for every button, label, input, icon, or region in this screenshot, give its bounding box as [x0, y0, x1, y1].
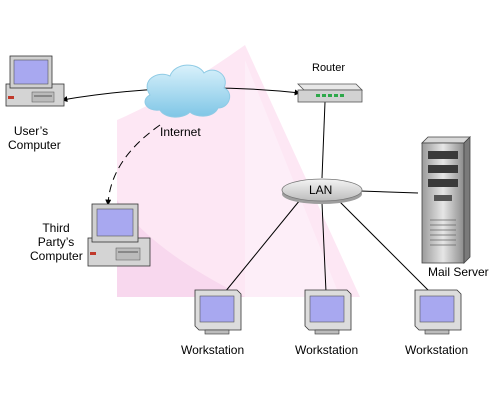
- third-party-computer-label: Third Party’s Computer: [30, 221, 83, 263]
- workstation-2-label: Workstation: [295, 343, 359, 357]
- crt-monitor-icon: [304, 289, 352, 335]
- crt-monitor-icon: [414, 289, 462, 335]
- crt-monitor-icon: [194, 289, 242, 335]
- router-label: Router: [312, 62, 346, 74]
- third-party-label-line3: Computer: [30, 249, 83, 263]
- user-computer-label: User’s Computer: [8, 124, 61, 152]
- user-computer-label-line1: User’s: [13, 124, 49, 138]
- workstation-1-label: Workstation: [181, 343, 245, 357]
- desktop-computer-icon: [87, 203, 151, 267]
- third-party-label-line2: Party’s: [37, 235, 75, 249]
- internet-to-third-party-link: [105, 124, 161, 206]
- lan-to-workstation-1-link: [224, 199, 301, 293]
- internet-label: Internet: [160, 125, 201, 139]
- server-tower-icon: [421, 136, 471, 264]
- third-party-label-line1: Third: [42, 221, 70, 235]
- lan-to-workstation-2-link: [321, 202, 327, 293]
- lan-to-mail-server-link: [359, 190, 419, 194]
- lan-to-workstation-3-link: [339, 201, 431, 293]
- cloud-icon: [144, 64, 231, 118]
- network-hub-icon: [281, 178, 363, 204]
- router-icon: [297, 83, 363, 103]
- workstation-3-label: Workstation: [405, 343, 469, 357]
- lan-label: LAN: [309, 183, 333, 197]
- mail-server-label: Mail Server: [428, 265, 489, 279]
- desktop-computer-icon: [5, 55, 65, 107]
- user-computer-label-line2: Computer: [8, 138, 61, 152]
- router-to-lan-link: [321, 101, 326, 179]
